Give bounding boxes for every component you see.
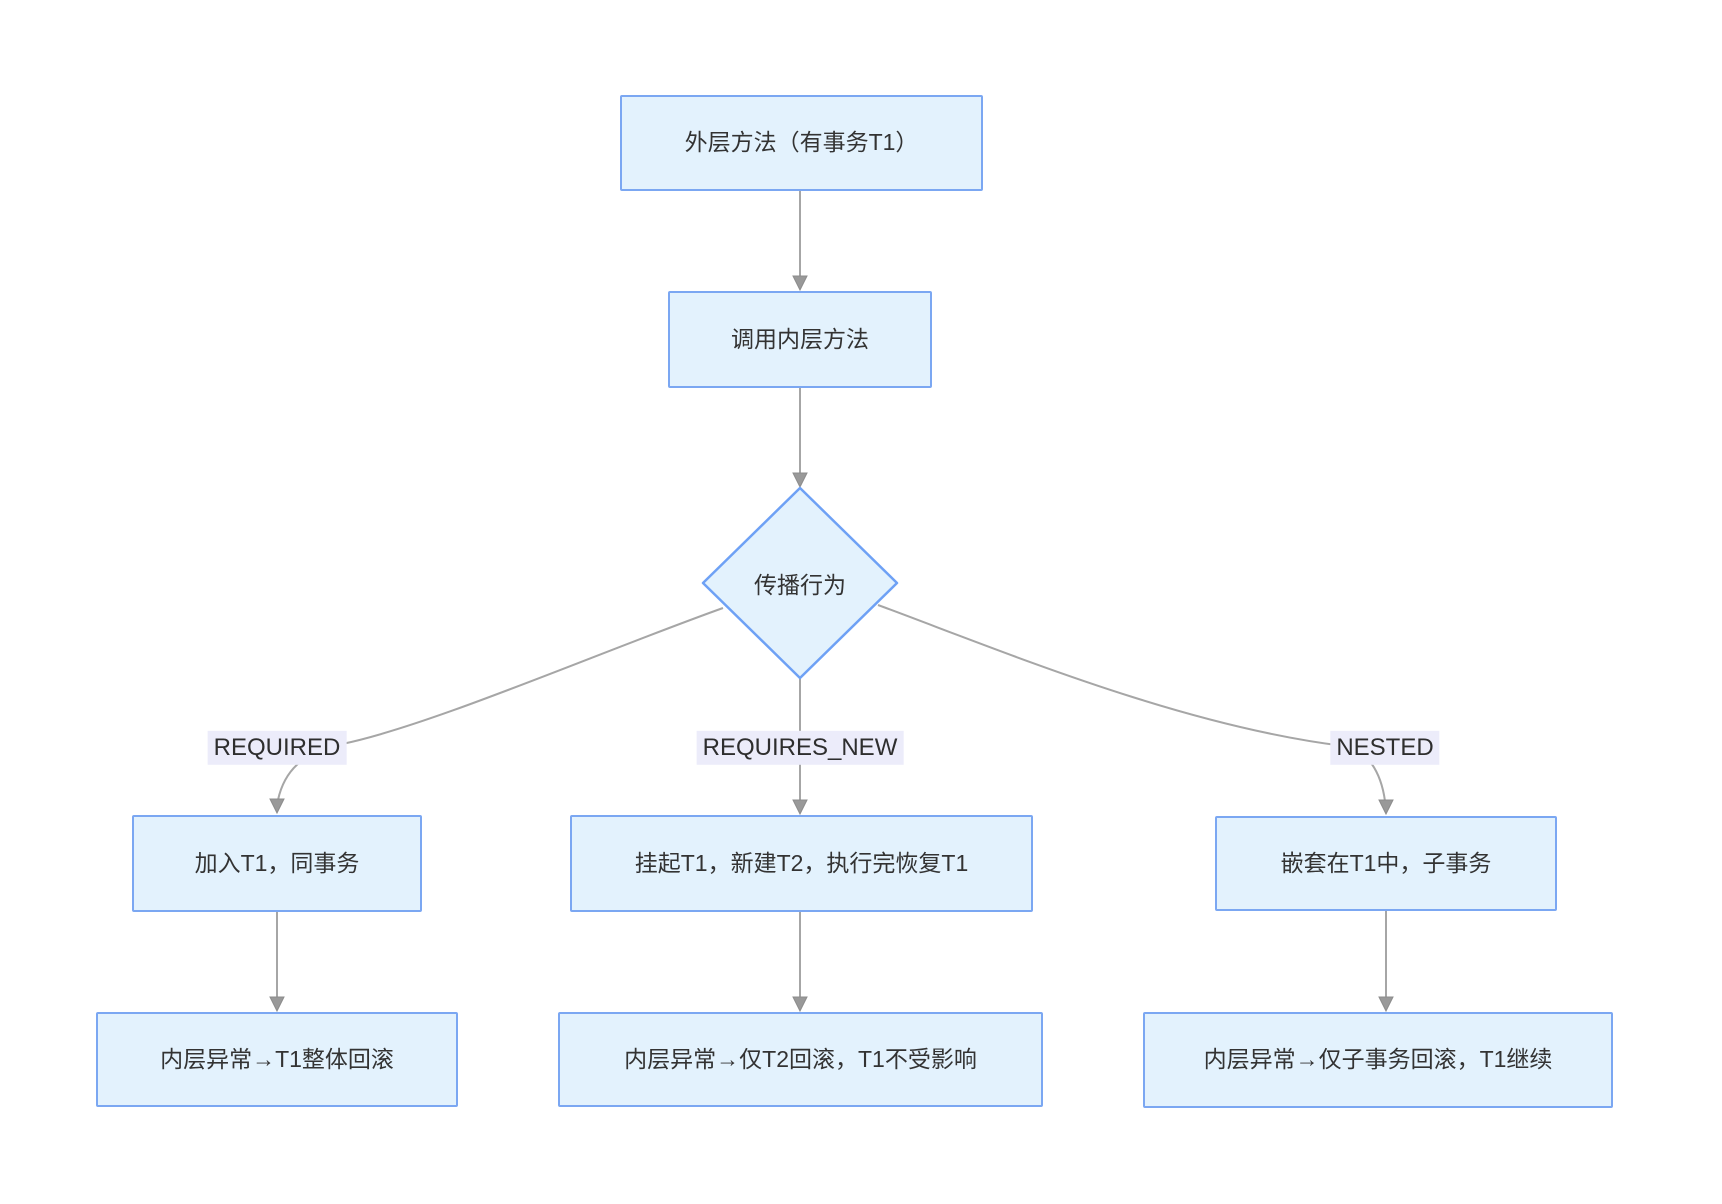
node-required-action: 加入T1，同事务 — [132, 815, 422, 912]
arrowhead-decision-to-required — [269, 798, 285, 815]
edge-label-nested: NESTED — [1330, 730, 1440, 766]
edge-label-requires-new: REQUIRES_NEW — [696, 730, 904, 766]
arrowhead-outer-to-call — [792, 275, 808, 292]
edge-decision-to-nested — [877, 604, 1386, 802]
arrowhead-call-to-decision — [792, 472, 808, 489]
node-outer-method: 外层方法（有事务T1） — [620, 95, 983, 191]
edge-label-required: REQUIRED — [207, 730, 347, 766]
decision-diamond-shape — [701, 486, 899, 680]
arrowhead-nested-action-to-result — [1378, 996, 1394, 1013]
node-decision-propagation: 传播行为 — [754, 572, 846, 598]
node-requires-new-action: 挂起T1，新建T2，执行完恢复T1 — [570, 815, 1033, 912]
arrowhead-decision-to-requires-new — [792, 799, 808, 816]
node-call-inner-method: 调用内层方法 — [668, 291, 932, 388]
node-required-result: 内层异常→T1整体回滚 — [96, 1012, 458, 1107]
node-nested-action: 嵌套在T1中，子事务 — [1215, 816, 1557, 911]
arrowhead-requires-new-action-to-result — [792, 996, 808, 1013]
node-requires-new-result: 内层异常→仅T2回滚，T1不受影响 — [558, 1012, 1043, 1107]
node-nested-result: 内层异常→仅子事务回滚，T1继续 — [1143, 1012, 1613, 1108]
edge-decision-to-required — [277, 607, 724, 801]
arrowhead-required-action-to-result — [269, 996, 285, 1013]
arrowhead-decision-to-nested — [1378, 799, 1394, 816]
